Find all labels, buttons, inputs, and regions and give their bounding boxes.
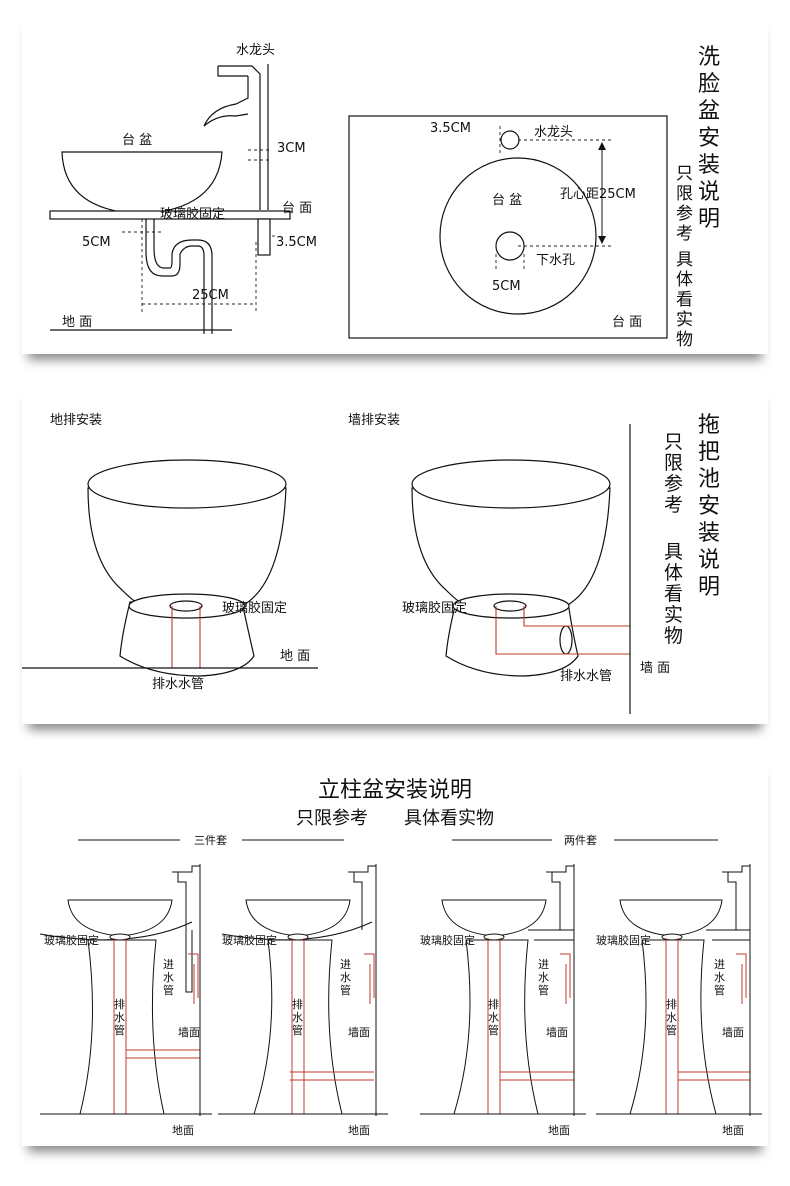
panel-washbasin: 水龙头 台 盆 3CM 台 面 玻璃胶固定 5CM 3.5CM 25CM 地 面… (22, 14, 768, 354)
floor-label-1: 地面 (172, 1124, 194, 1137)
top-basin-label: 台 盆 (492, 193, 522, 208)
inlet-label-2: 进水管 (340, 958, 351, 997)
glue-label: 玻璃胶固定 (160, 206, 225, 222)
glue-label: 玻璃胶固定 (222, 600, 287, 616)
counter-label: 台 面 (282, 201, 312, 216)
drain-pipe-label: 排水水管 (152, 677, 204, 692)
panel1-note1: 只限参考 (676, 164, 693, 244)
faucet-body (218, 65, 261, 210)
drain-label-3: 排水管 (488, 998, 499, 1037)
floor-label-2: 地面 (348, 1124, 370, 1137)
panel-pedestal-basin: 立柱盆安装说明 只限参考 具体看实物 三件套 两件套 (22, 754, 768, 1146)
wall-label-3: 墙面 (546, 1025, 568, 1039)
inlet-label-4: 进水管 (714, 958, 725, 997)
two-piece-label: 两件套 (564, 834, 597, 847)
panel1-note2: 具体看实物 (676, 250, 693, 350)
dimension-lines (122, 149, 278, 314)
basin-circle (439, 157, 597, 315)
basin-label: 台 盆 (122, 133, 152, 148)
top-faucet-label: 水龙头 (534, 125, 573, 140)
washbasin-side-view (49, 64, 291, 334)
floor-label-4: 地面 (722, 1124, 744, 1137)
wall-drain-sink (411, 459, 611, 677)
drain-hole-label: 下水孔 (536, 253, 575, 268)
drain-pipe-label-2: 排水水管 (560, 669, 612, 684)
panel1-title: 洗脸盆安装说明 (698, 45, 721, 232)
dim-5cm: 5CM (82, 235, 111, 250)
floor-drain-title: 地排安装 (50, 413, 102, 428)
drain-label-2: 排水管 (292, 998, 303, 1037)
mop-sink-diagram: 地排安装 墙排安装 玻璃胶固定 地 面 排水水管 玻璃胶固定 排水水管 墙 面 (22, 413, 670, 714)
wall-drain-pipe (495, 606, 630, 655)
floor-label: 地 面 (62, 315, 92, 330)
three-piece-label: 三件套 (194, 834, 227, 847)
wall-label-1: 墙面 (178, 1025, 200, 1039)
drain-label-4: 排水管 (666, 998, 677, 1037)
panel2-title: 拖把池安装说明 (698, 413, 721, 600)
pedestal-unit-2 (218, 864, 388, 1116)
glue-label-4: 玻璃胶固定 (596, 933, 651, 947)
wall-drain-title: 墙排安装 (348, 413, 400, 428)
inlet-label-1: 进水管 (163, 958, 174, 997)
top-counter-label: 台 面 (612, 315, 642, 330)
panel-mop-sink: 地排安装 墙排安装 玻璃胶固定 地 面 排水水管 玻璃胶固定 排水水管 墙 面 … (22, 384, 768, 724)
pedestal-diagram: 三件套 两件套 (39, 834, 762, 1137)
sink-base (119, 601, 255, 677)
drain-trap (145, 219, 205, 334)
glue-label-3: 玻璃胶固定 (420, 933, 475, 947)
faucet-hole (500, 130, 520, 150)
floor-drain-sink (87, 459, 287, 677)
washbasin-diagram: 水龙头 台 盆 3CM 台 面 玻璃胶固定 5CM 3.5CM 25CM 地 面… (49, 43, 668, 339)
floor-drain-pipe (171, 606, 201, 668)
faucet-label: 水龙头 (236, 43, 275, 58)
panel3-title: 立柱盆安装说明 (317, 778, 472, 803)
floor-label-3: 地面 (548, 1124, 570, 1137)
basin-bowl (61, 151, 223, 215)
wall-label-4: 墙面 (722, 1025, 744, 1039)
faucet-shank (257, 218, 271, 256)
pedestal-unit-4 (596, 864, 762, 1116)
dim-3-5cm: 3.5CM (276, 235, 317, 250)
wall-label-2: 墙面 (348, 1025, 370, 1039)
drain-label-1: 排水管 (114, 998, 125, 1037)
hole-distance-label: 孔心距25CM (560, 187, 636, 202)
sink-rim (87, 459, 287, 509)
glue-label-1: 玻璃胶固定 (44, 933, 99, 947)
pedestal-unit-3 (420, 864, 586, 1116)
countertop (49, 210, 291, 220)
dim-25cm: 25CM (192, 288, 229, 303)
glue-label-2: 玻璃胶固定 (222, 933, 277, 947)
wall-label: 墙 面 (640, 661, 670, 676)
top-dim-3-5cm: 3.5CM (430, 121, 471, 136)
panel2-note1: 只限参考 (664, 431, 684, 516)
panel2-note2: 具体看实物 (664, 541, 684, 647)
dim-3cm: 3CM (277, 141, 306, 156)
glue-label-2: 玻璃胶固定 (402, 600, 467, 616)
panel3-subtitle: 只限参考 具体看实物 (296, 808, 494, 829)
counter-top-view (348, 115, 668, 339)
inlet-label-3: 进水管 (538, 958, 549, 997)
pedestal-unit-1 (39, 864, 212, 1116)
top-dim-5cm: 5CM (492, 279, 521, 294)
floor-label: 地 面 (280, 649, 310, 664)
